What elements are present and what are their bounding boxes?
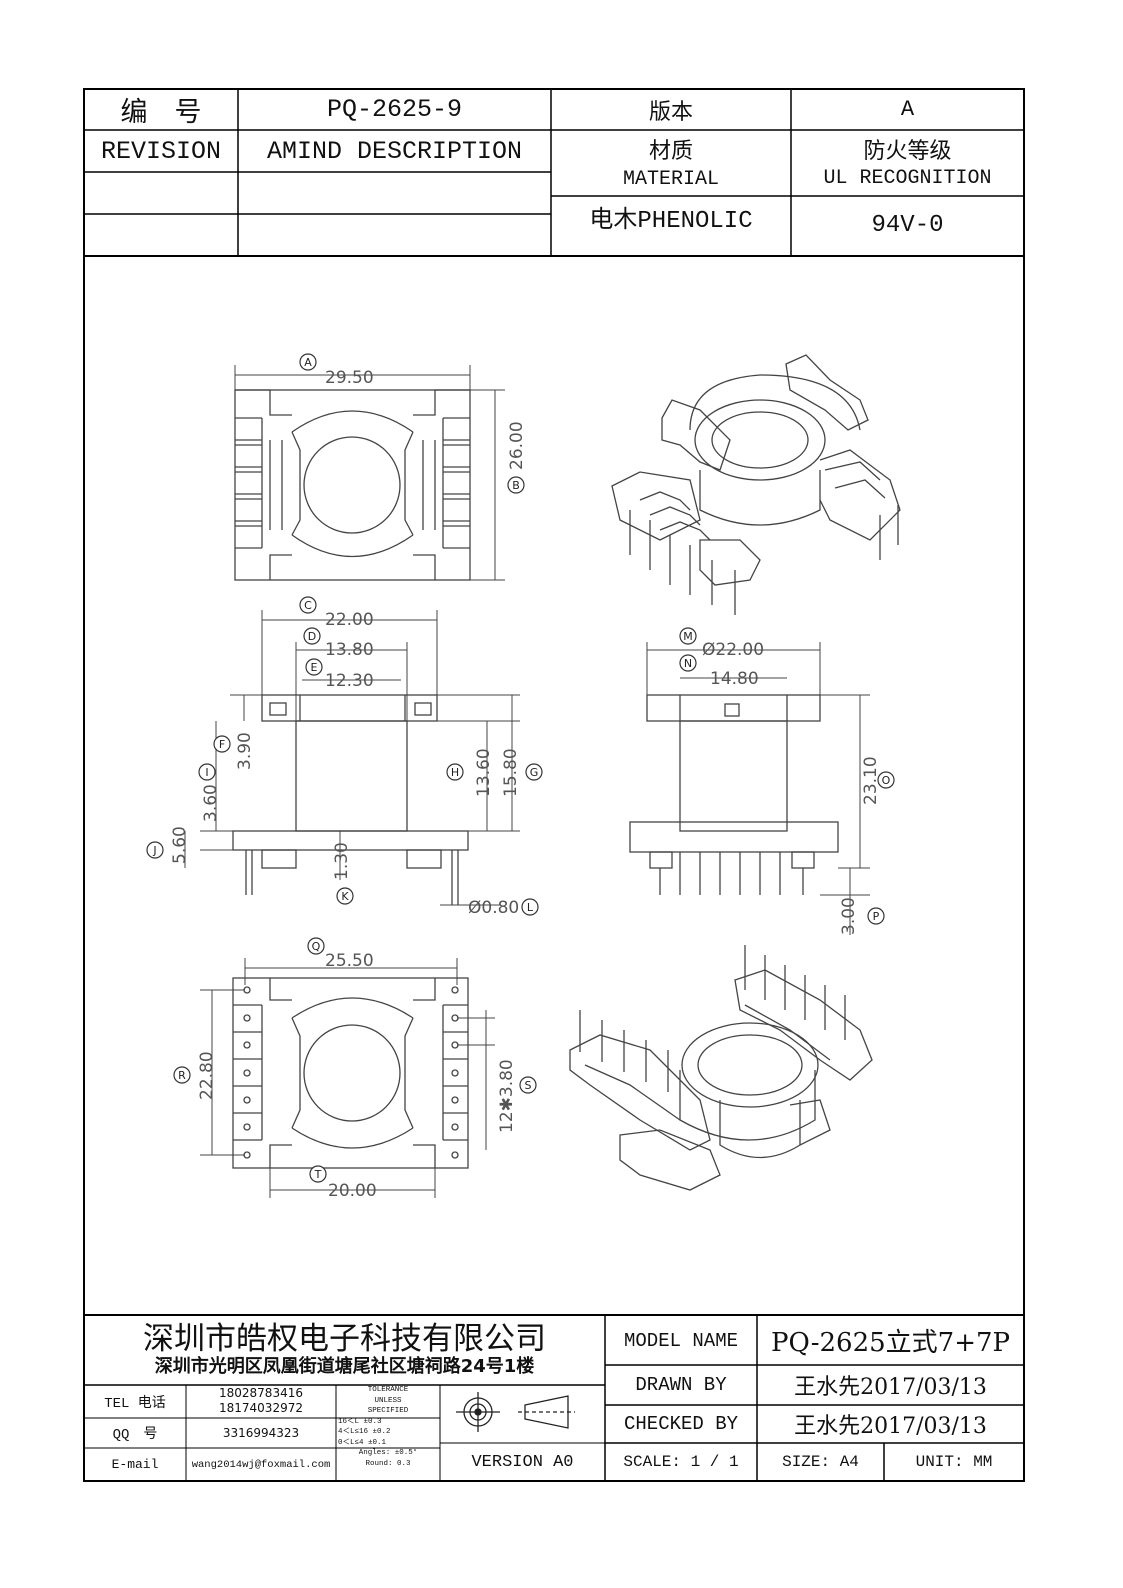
tolerance-line: Angles: ±0.5° [358,1449,418,1457]
dim-S-value: 12✱3.80 [497,1059,517,1133]
dim-K-value: 1.30 [332,842,352,880]
tel-label: TEL 电话 [104,1395,166,1412]
amend-description-label: AMIND DESCRIPTION [266,136,523,166]
balloon-G: G [530,766,539,779]
tolerance-line: Round: 0.3 [365,1459,411,1468]
dim-B-value: 26.00 [507,421,527,470]
revision-label: REVISION [100,136,222,166]
header-table: 编 号 PQ-2625-9 版本 A REVISION AMIND DESCRI… [0,0,1123,260]
tolerance-block: TOLERANCE UNLESS SPECIFIED 16＜L ±0.3 4＜L… [338,1385,438,1481]
bottom-view [200,958,495,1198]
dim-C-value: 22.00 [325,610,374,630]
material-value: 电木PHENOLIC [589,208,753,235]
balloon-O: O [882,774,891,787]
balloon-P: P [873,910,880,923]
version-text: VERSION A0 [471,1452,574,1472]
dim-N-value: 14.80 [710,669,759,689]
email-value: wang2014wj@foxmail.com [191,1458,331,1471]
scale-text: SCALE: 1 / 1 [623,1453,739,1471]
balloon-S: S [525,1079,532,1092]
balloon-Q: Q [312,940,321,953]
company-address: 深圳市光明区凤凰街道塘尾社区塘祠路24号1楼 [154,1356,535,1377]
balloon-N: N [684,657,692,670]
tel-values: 18028783416 18174032972 [186,1386,336,1418]
number-label: 编 号 [120,97,202,128]
balloon-F: F [219,738,225,751]
balloon-C: C [304,599,312,612]
email-label: E-mail [111,1457,159,1472]
dim-A-value: 29.50 [325,368,374,388]
qq-value: 3316994323 [222,1426,300,1440]
material-label-cn: 材质 [648,139,693,164]
iso-view-bottom [569,945,873,1191]
drawn-by-value: 王水先2017/03/13 [794,1375,987,1400]
dim-J-value: 5.60 [170,826,190,864]
tel-1: 18028783416 [219,1386,303,1400]
ul-value: 94V-0 [871,211,944,239]
dim-I-value: 3.60 [201,784,221,822]
title-block-grid [84,1314,1024,1481]
tolerance-line: 4＜L≤16 ±0.2 [338,1428,391,1436]
balloon-I: I [205,766,208,779]
dim-T-value: 20.00 [328,1181,377,1201]
material-label-en: MATERIAL [622,167,719,191]
balloon-B: B [512,479,520,492]
projection-symbol [456,1392,575,1432]
part-number: PQ-2625-9 [326,95,463,124]
balloon-J: J [152,844,156,857]
balloon-H: H [451,766,459,779]
dim-E-value: 12.30 [325,671,374,691]
tolerance-line: UNLESS [374,1396,402,1405]
dim-P-value: 3.00 [839,897,859,935]
unit-text: UNIT: MM [915,1453,993,1471]
checked-by-value: 王水先2017/03/13 [794,1414,987,1439]
tolerance-line: TOLERANCE [367,1386,409,1394]
dim-L-value: Ø0.80 [468,898,519,918]
tolerance-line: 16＜L ±0.3 [338,1417,382,1426]
drawn-by-label: DRAWN BY [635,1374,727,1396]
iso-view-top [611,354,901,615]
dim-O-value: 23.10 [861,756,881,805]
balloon-K: K [341,890,349,903]
dim-G-value: 15.80 [501,748,521,797]
tel-2: 18174032972 [219,1401,303,1415]
size-text: SIZE: A4 [782,1453,859,1471]
balloon-L: L [527,901,534,914]
tolerance-line: 0＜L≤4 ±0.1 [338,1438,387,1447]
dim-D-value: 13.80 [325,640,374,660]
balloon-T: T [314,1168,322,1181]
model-name-label: MODEL NAME [623,1329,739,1352]
dim-M-value: Ø22.00 [702,640,764,660]
balloon-M: M [683,630,693,643]
balloon-D: D [308,630,316,643]
version-value: A [900,97,915,122]
dim-Q-value: 25.50 [325,951,374,971]
version-label: 版本 [648,99,693,125]
side-view [629,642,870,935]
tolerance-line: SPECIFIED [367,1407,409,1415]
dim-F-value: 3.90 [235,732,255,770]
qq-label: QQ 号 [112,1427,158,1443]
ul-label-cn: 防火等级 [863,139,952,164]
dim-H-value: 13.60 [474,748,494,797]
top-view [234,365,505,581]
balloon-A: A [304,356,312,369]
company-name: 深圳市皓权电子科技有限公司 [143,1320,546,1357]
ul-label-en: UL RECOGNITION [823,166,992,190]
checked-by-label: CHECKED BY [623,1413,739,1435]
model-name-value: PQ-2625立式7+7P [770,1328,1011,1358]
dim-R-value: 22.80 [197,1051,217,1100]
balloon-E: E [311,661,318,674]
balloon-R: R [178,1069,186,1082]
